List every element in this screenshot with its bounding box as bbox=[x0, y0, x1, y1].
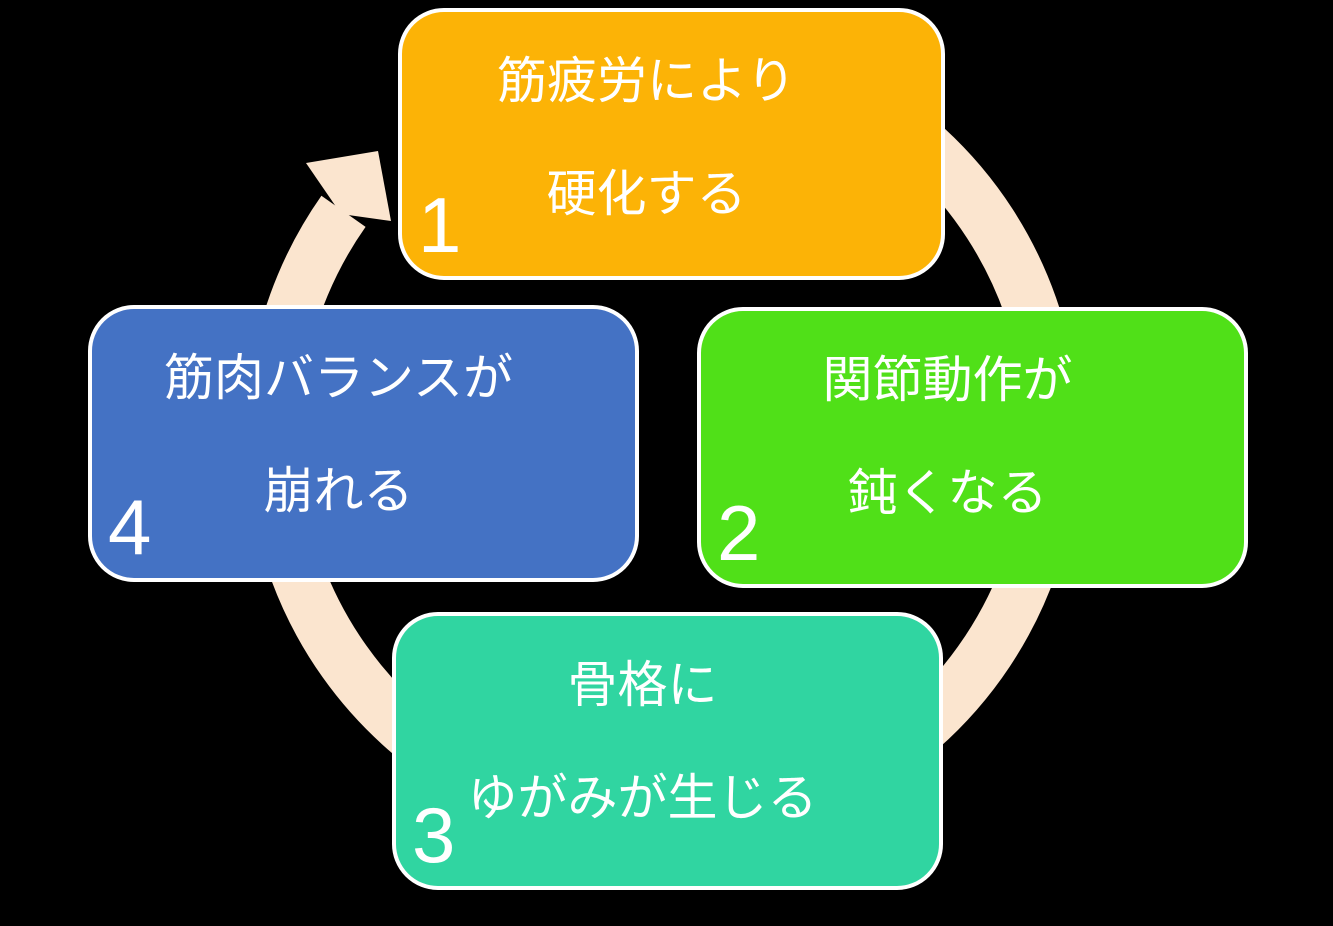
step-text-line-2: 硬化する bbox=[546, 166, 747, 222]
step-text: 筋疲労により 硬化する bbox=[402, 12, 941, 222]
step-text-line-2: ゆがみが生じる bbox=[467, 770, 818, 826]
step-text: 筋肉バランスが 崩れる bbox=[92, 309, 635, 519]
step-text: 関節動作が 鈍くなる bbox=[701, 311, 1244, 521]
cycle-step-3: 骨格に ゆがみが生じる 3 bbox=[392, 612, 943, 890]
cycle-step-1: 筋疲労により 硬化する 1 bbox=[398, 8, 945, 280]
step-number: 4 bbox=[108, 483, 152, 571]
step-text-line-2: 鈍くなる bbox=[847, 465, 1048, 521]
step-number: 2 bbox=[717, 489, 761, 577]
step-text: 骨格に ゆがみが生じる bbox=[396, 616, 939, 826]
cycle-step-4: 筋肉バランスが 崩れる 4 bbox=[88, 305, 639, 582]
cycle-arrow-head-icon bbox=[306, 151, 391, 221]
step-text-line-1: 骨格に bbox=[567, 657, 718, 713]
step-text-line-1: 筋疲労により bbox=[497, 53, 796, 109]
cycle-step-2: 関節動作が 鈍くなる 2 bbox=[697, 307, 1248, 588]
step-text-line-1: 関節動作が bbox=[822, 352, 1073, 408]
step-number: 3 bbox=[412, 791, 456, 879]
step-text-line-1: 筋肉バランスが bbox=[164, 350, 513, 406]
step-text-line-2: 崩れる bbox=[263, 463, 414, 519]
step-number: 1 bbox=[418, 181, 462, 269]
